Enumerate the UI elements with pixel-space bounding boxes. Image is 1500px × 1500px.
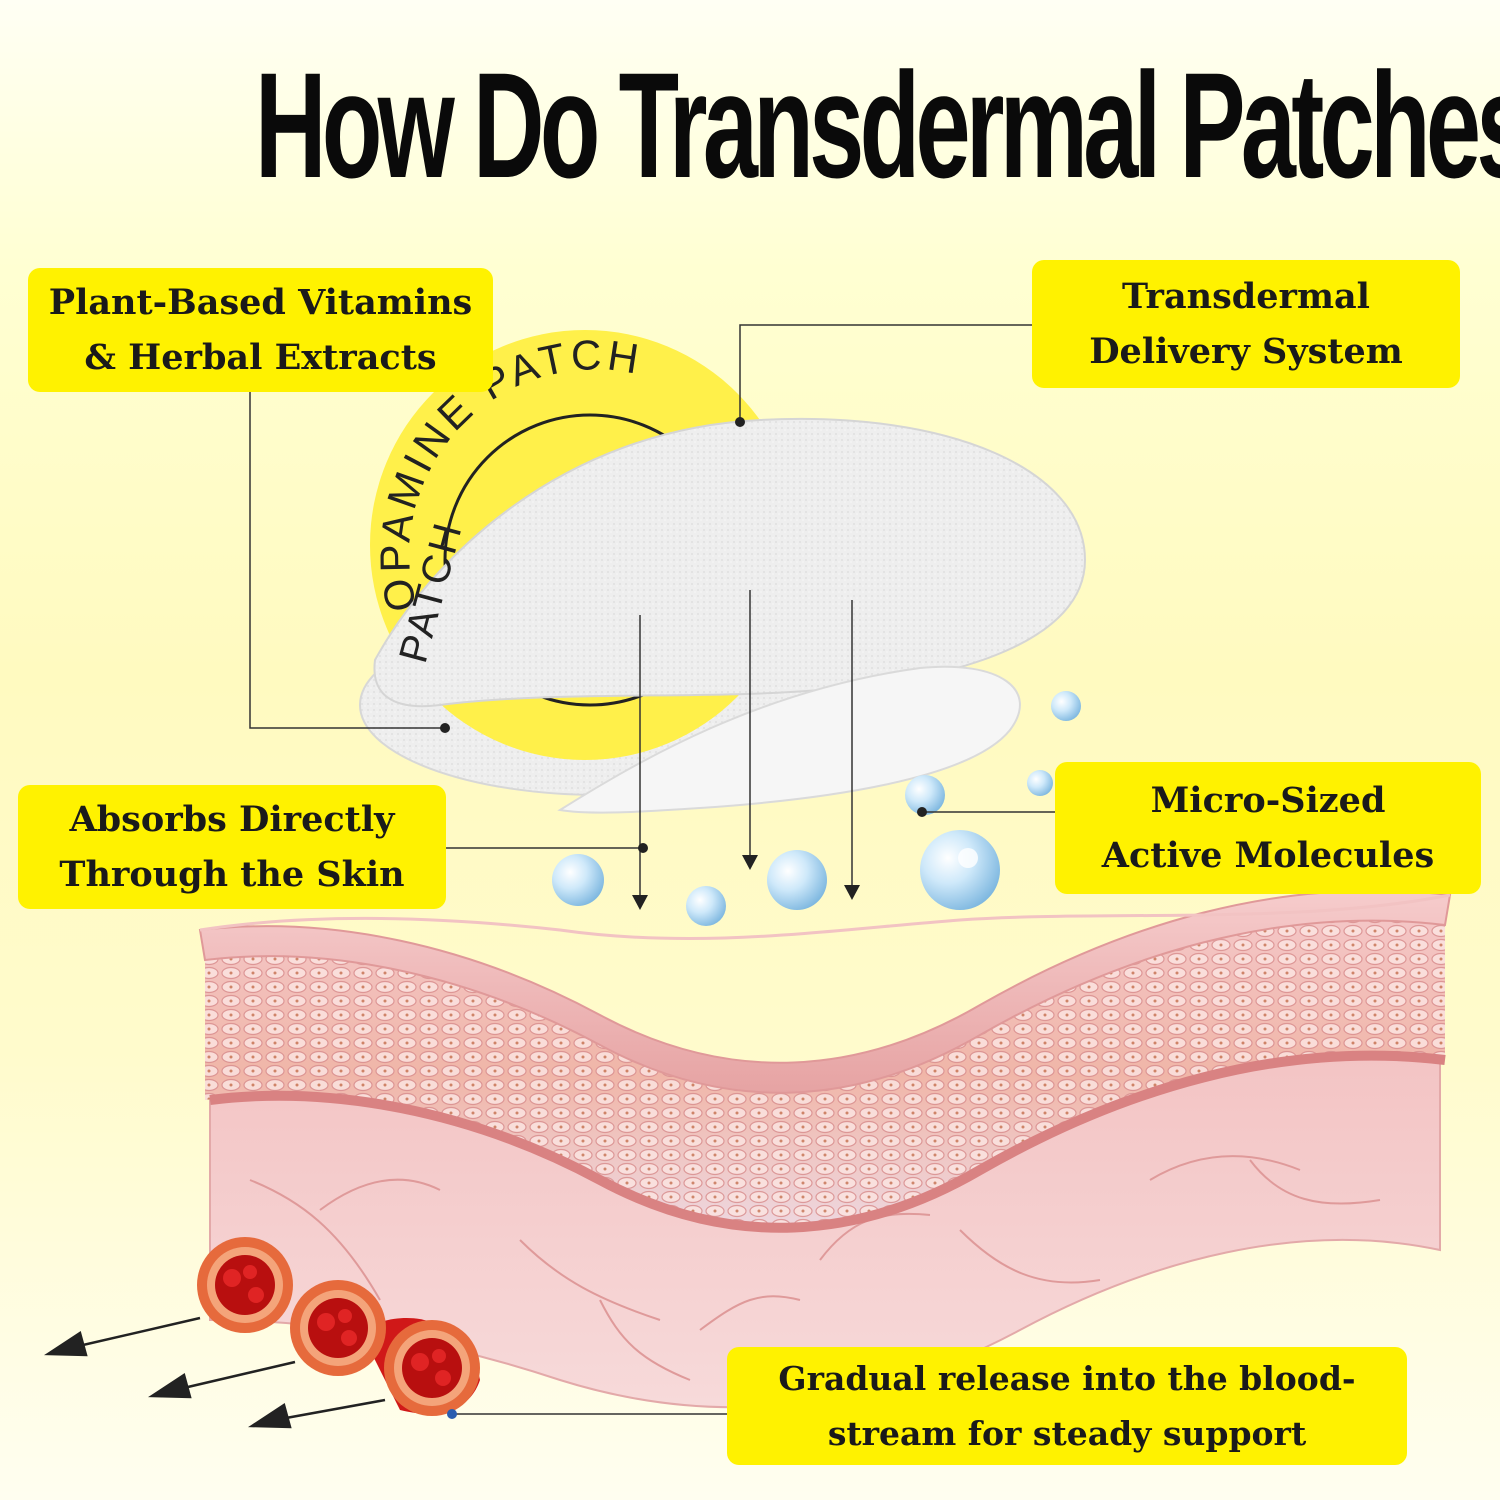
molecule-bubbles <box>552 691 1081 926</box>
skin-surface <box>198 889 1452 1094</box>
blood-vessels <box>43 1237 480 1429</box>
label-line: Active Molecules <box>1101 835 1435 876</box>
dermis-vessels <box>249 1155 1381 1381</box>
patch-lower-flap <box>557 665 1021 814</box>
flow-arrows <box>43 1316 386 1429</box>
label-micro-sized-molecules: Micro-Sized Active Molecules <box>1055 762 1481 894</box>
label-line: Micro-Sized <box>1150 780 1386 821</box>
vessel-1 <box>197 1237 293 1333</box>
patch-white-cover <box>373 418 1087 708</box>
connector-lines <box>249 324 1055 1415</box>
vessel-2 <box>290 1280 386 1376</box>
label-transdermal-delivery: Transdermal Delivery System <box>1032 260 1460 388</box>
label-line: Plant-Based Vitamins <box>48 282 473 323</box>
vessel-3 <box>384 1320 480 1416</box>
basement-membrane <box>209 1050 1446 1233</box>
label-line: stream for steady support <box>827 1414 1307 1453</box>
label-line: Through the Skin <box>59 854 405 895</box>
patch-illustration: DOPAMINE PATCH PATCH <box>359 330 1087 814</box>
label-absorbs-directly: Absorbs Directly Through the Skin <box>18 785 446 909</box>
label-line: Absorbs Directly <box>69 799 395 840</box>
label-line: Delivery System <box>1089 331 1403 372</box>
label-plant-based-vitamins: Plant-Based Vitamins & Herbal Extracts <box>28 268 493 392</box>
label-line: Gradual release into the blood- <box>778 1359 1356 1398</box>
label-line: & Herbal Extracts <box>84 337 437 378</box>
connector-dots <box>440 417 927 1419</box>
label-line: Transdermal <box>1122 276 1370 317</box>
skin-cross-section <box>198 889 1452 1409</box>
label-gradual-release: Gradual release into the blood- stream f… <box>727 1347 1407 1465</box>
